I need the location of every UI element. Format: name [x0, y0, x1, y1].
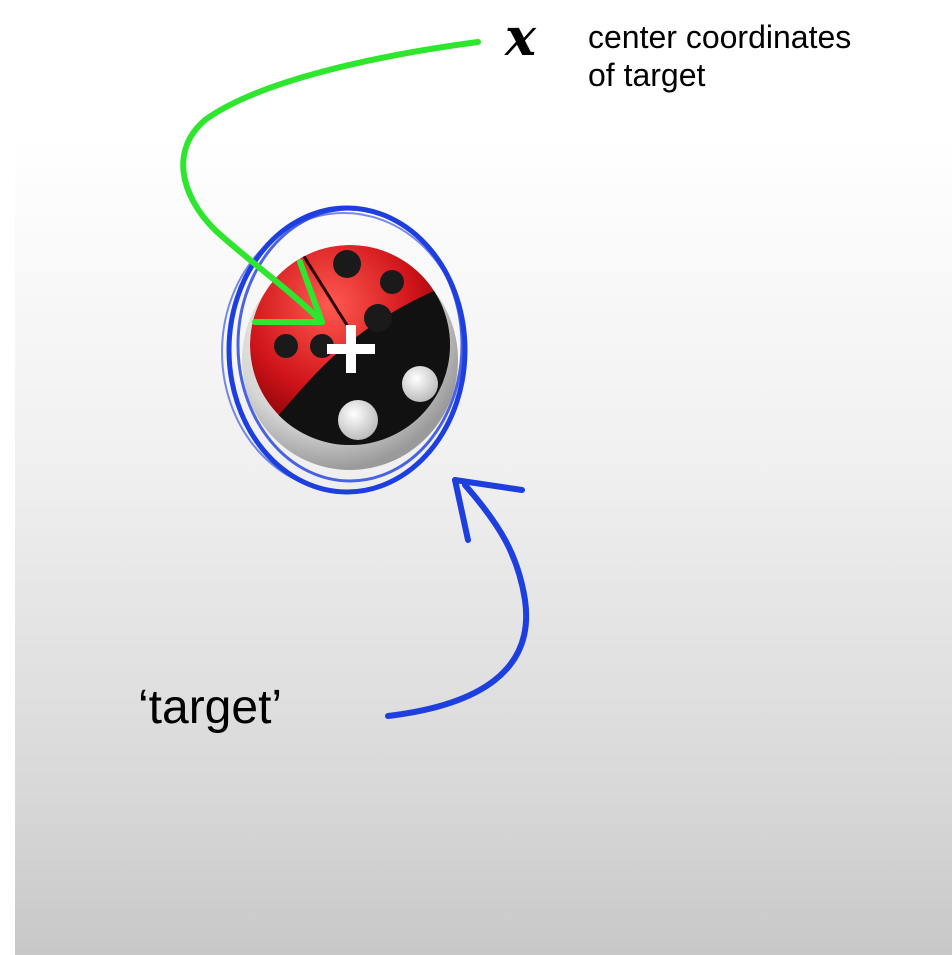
caption-line-1: center coordinates — [588, 19, 852, 55]
target-ring — [221, 205, 468, 495]
canvas-panel — [15, 135, 952, 955]
x-symbol: 𝒙 — [505, 7, 537, 68]
center-pointer-arrow — [180, 39, 481, 325]
caption-line-2: of target — [588, 57, 706, 93]
center-coordinates-caption: center coordinates of target — [588, 18, 851, 94]
crosshair-icon — [327, 325, 375, 373]
target-pointer-arrow — [385, 477, 530, 719]
target-label: ‘target’ — [138, 681, 283, 734]
